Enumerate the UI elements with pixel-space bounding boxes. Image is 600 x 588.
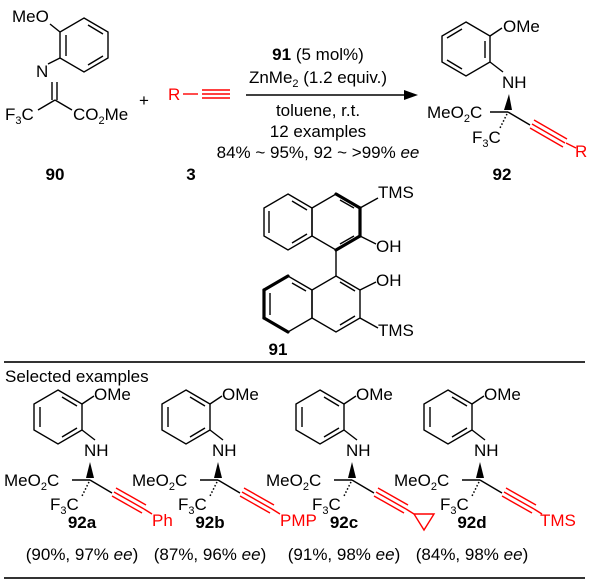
example-structure: OMe NH MeO2C F3C xyxy=(394,385,537,517)
scope-count: 12 examples xyxy=(270,122,366,141)
nh-label: NH xyxy=(212,441,237,460)
methoxy-label: OMe xyxy=(94,385,131,404)
benzene-ring xyxy=(33,389,83,445)
cf3-label: F3C xyxy=(472,128,501,150)
ester-label: MeO2C xyxy=(427,103,482,125)
benzene-ring xyxy=(295,389,345,445)
nh-label: NH xyxy=(474,441,499,460)
methoxy-label: OMe xyxy=(356,385,393,404)
benzene-ring xyxy=(423,389,473,445)
compound-label-91: 91 xyxy=(269,340,288,359)
compound-label-3: 3 xyxy=(186,165,195,184)
plus-sign: + xyxy=(139,91,149,110)
yield-ee: (91%, 98% ee) xyxy=(288,545,400,564)
yield-ee-range: 84% ~ 95%, 92 ~ >99% ee xyxy=(217,143,420,162)
selected-examples-title: Selected examples xyxy=(5,367,149,386)
reactant-alkyne-3: R 3 xyxy=(168,85,230,184)
solvent-temperature: toluene, r.t. xyxy=(276,101,360,120)
tms-bottom-label: TMS xyxy=(378,321,414,340)
ester-label: CO2Me xyxy=(73,105,128,127)
benzene-ring xyxy=(441,21,491,77)
example-structure: OMe NH MeO2C F3C xyxy=(4,385,147,517)
reactant-imine-90: MeO N F3C CO2Me 90 xyxy=(5,7,128,184)
example-92d: OMe NH MeO2C F3C TMS 92d (84%, 98% ee) xyxy=(394,385,576,564)
example-92b: OMe NH MeO2C F3C PMP 92b (87%, 96% ee) xyxy=(132,385,317,564)
compound-label: 92a xyxy=(68,513,97,532)
hash-bond xyxy=(499,113,508,129)
compound-label: 92b xyxy=(195,513,224,532)
methoxy-label: OMe xyxy=(503,17,540,36)
wedge-bond xyxy=(86,462,94,478)
r-group-ph: Ph xyxy=(152,511,173,530)
wedge-bond xyxy=(348,462,356,478)
product-92: OMe NH MeO2C F3C R 92 xyxy=(427,17,587,184)
example-structure: OMe NH MeO2C F3C xyxy=(132,385,275,517)
cf3-label: F3C xyxy=(5,105,34,127)
yield-ee: (90%, 97% ee) xyxy=(26,545,138,564)
catalyst-loading: 91 (5 mol%) xyxy=(272,45,364,64)
reaction-conditions: 91 (5 mol%) ZnMe2 (1.2 equiv.) toluene, … xyxy=(217,45,420,162)
example-92a: Ph 92a (90%, 97% ee) xyxy=(26,508,173,564)
cf3-label: F3C xyxy=(50,495,79,517)
naphthalene-ring xyxy=(311,275,361,333)
ester-label: MeO2C xyxy=(266,471,321,493)
hash-bond xyxy=(81,481,90,497)
r-group-tms: TMS xyxy=(540,511,576,530)
cf3-label: F3C xyxy=(440,495,469,517)
methoxy-label: MeO xyxy=(12,7,49,26)
yield-ee: (87%, 96% ee) xyxy=(154,545,266,564)
benzene-ring xyxy=(161,389,211,445)
hash-bond xyxy=(471,481,480,497)
r-group-pmp: PMP xyxy=(280,511,317,530)
methoxy-label: OMe xyxy=(222,385,259,404)
wedge-bond xyxy=(476,462,484,478)
arrow-head-icon xyxy=(404,90,418,100)
example-92c: OMe NH MeO2C F3C 92c (91%, 98% ee) xyxy=(266,385,436,564)
benzene-ring xyxy=(59,17,109,73)
wedge-bond xyxy=(214,462,222,478)
ester-label: MeO2C xyxy=(132,471,187,493)
ester-label: MeO2C xyxy=(4,471,59,493)
oh-top-label: OH xyxy=(376,237,402,256)
naphthalene-ring xyxy=(263,193,313,251)
tms-top-label: TMS xyxy=(378,183,414,202)
wedge-bond xyxy=(504,94,512,110)
oh-bottom-label: OH xyxy=(376,271,402,290)
r-group-label: R xyxy=(168,85,180,104)
example-structure: OMe NH MeO2C F3C xyxy=(266,385,409,517)
nh-label: NH xyxy=(502,73,527,92)
hash-bond xyxy=(343,481,352,497)
compound-label-92: 92 xyxy=(493,165,512,184)
catalyst-91: TMS OH OH TMS 91 xyxy=(262,183,414,359)
compound-label-90: 90 xyxy=(46,165,65,184)
hash-bond xyxy=(209,481,218,497)
yield-ee: (84%, 98% ee) xyxy=(416,545,528,564)
nh-label: NH xyxy=(84,441,109,460)
reagent-label: ZnMe2 (1.2 equiv.) xyxy=(249,68,387,90)
methoxy-label: OMe xyxy=(484,385,521,404)
cf3-label: F3C xyxy=(312,495,341,517)
imine-nitrogen-label: N xyxy=(36,62,48,81)
nh-label: NH xyxy=(346,441,371,460)
cyclopropyl-icon xyxy=(412,513,436,532)
cf3-label: F3C xyxy=(178,495,207,517)
compound-label: 92d xyxy=(457,513,486,532)
compound-label: 92c xyxy=(330,513,358,532)
r-group-label: R xyxy=(575,142,587,161)
ester-label: MeO2C xyxy=(394,471,449,493)
